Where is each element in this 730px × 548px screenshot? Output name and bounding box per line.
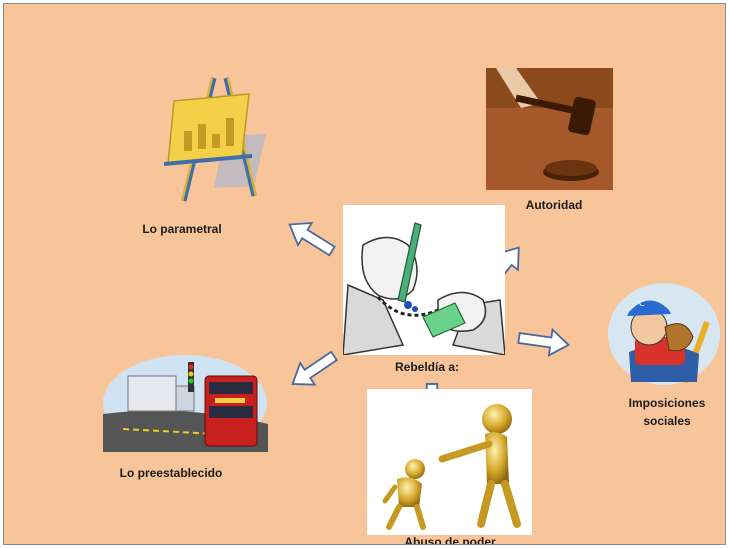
hands-handcuffed-signing-money-icon bbox=[343, 205, 505, 355]
label-abuso: Abuso de poder bbox=[380, 535, 520, 545]
center-label: Rebeldía a: bbox=[382, 360, 472, 374]
easel-chart-icon bbox=[154, 76, 272, 204]
slide-canvas: Rebeldía a: Lo parametral Auto bbox=[3, 3, 726, 545]
label-imposiciones: Imposiciones sociales bbox=[617, 394, 717, 430]
label-imposiciones-line-1: Imposiciones bbox=[617, 394, 717, 412]
traffic-street-icon bbox=[103, 354, 268, 452]
label-imposiciones-line-2: sociales bbox=[617, 412, 717, 430]
label-autoridad: Autoridad bbox=[504, 198, 604, 212]
pointing-figure-icon bbox=[367, 389, 532, 535]
label-parametral: Lo parametral bbox=[132, 222, 232, 236]
arrow-to-parametral bbox=[283, 213, 339, 262]
arrow-to-imposiciones bbox=[517, 325, 570, 358]
arrow-to-preestablecido bbox=[285, 345, 341, 395]
svg-text:C: C bbox=[639, 299, 645, 308]
judge-gavel-icon bbox=[486, 68, 613, 190]
label-preestablecido: Lo preestablecido bbox=[106, 466, 236, 480]
sad-baseball-kid-icon: C bbox=[607, 282, 721, 386]
